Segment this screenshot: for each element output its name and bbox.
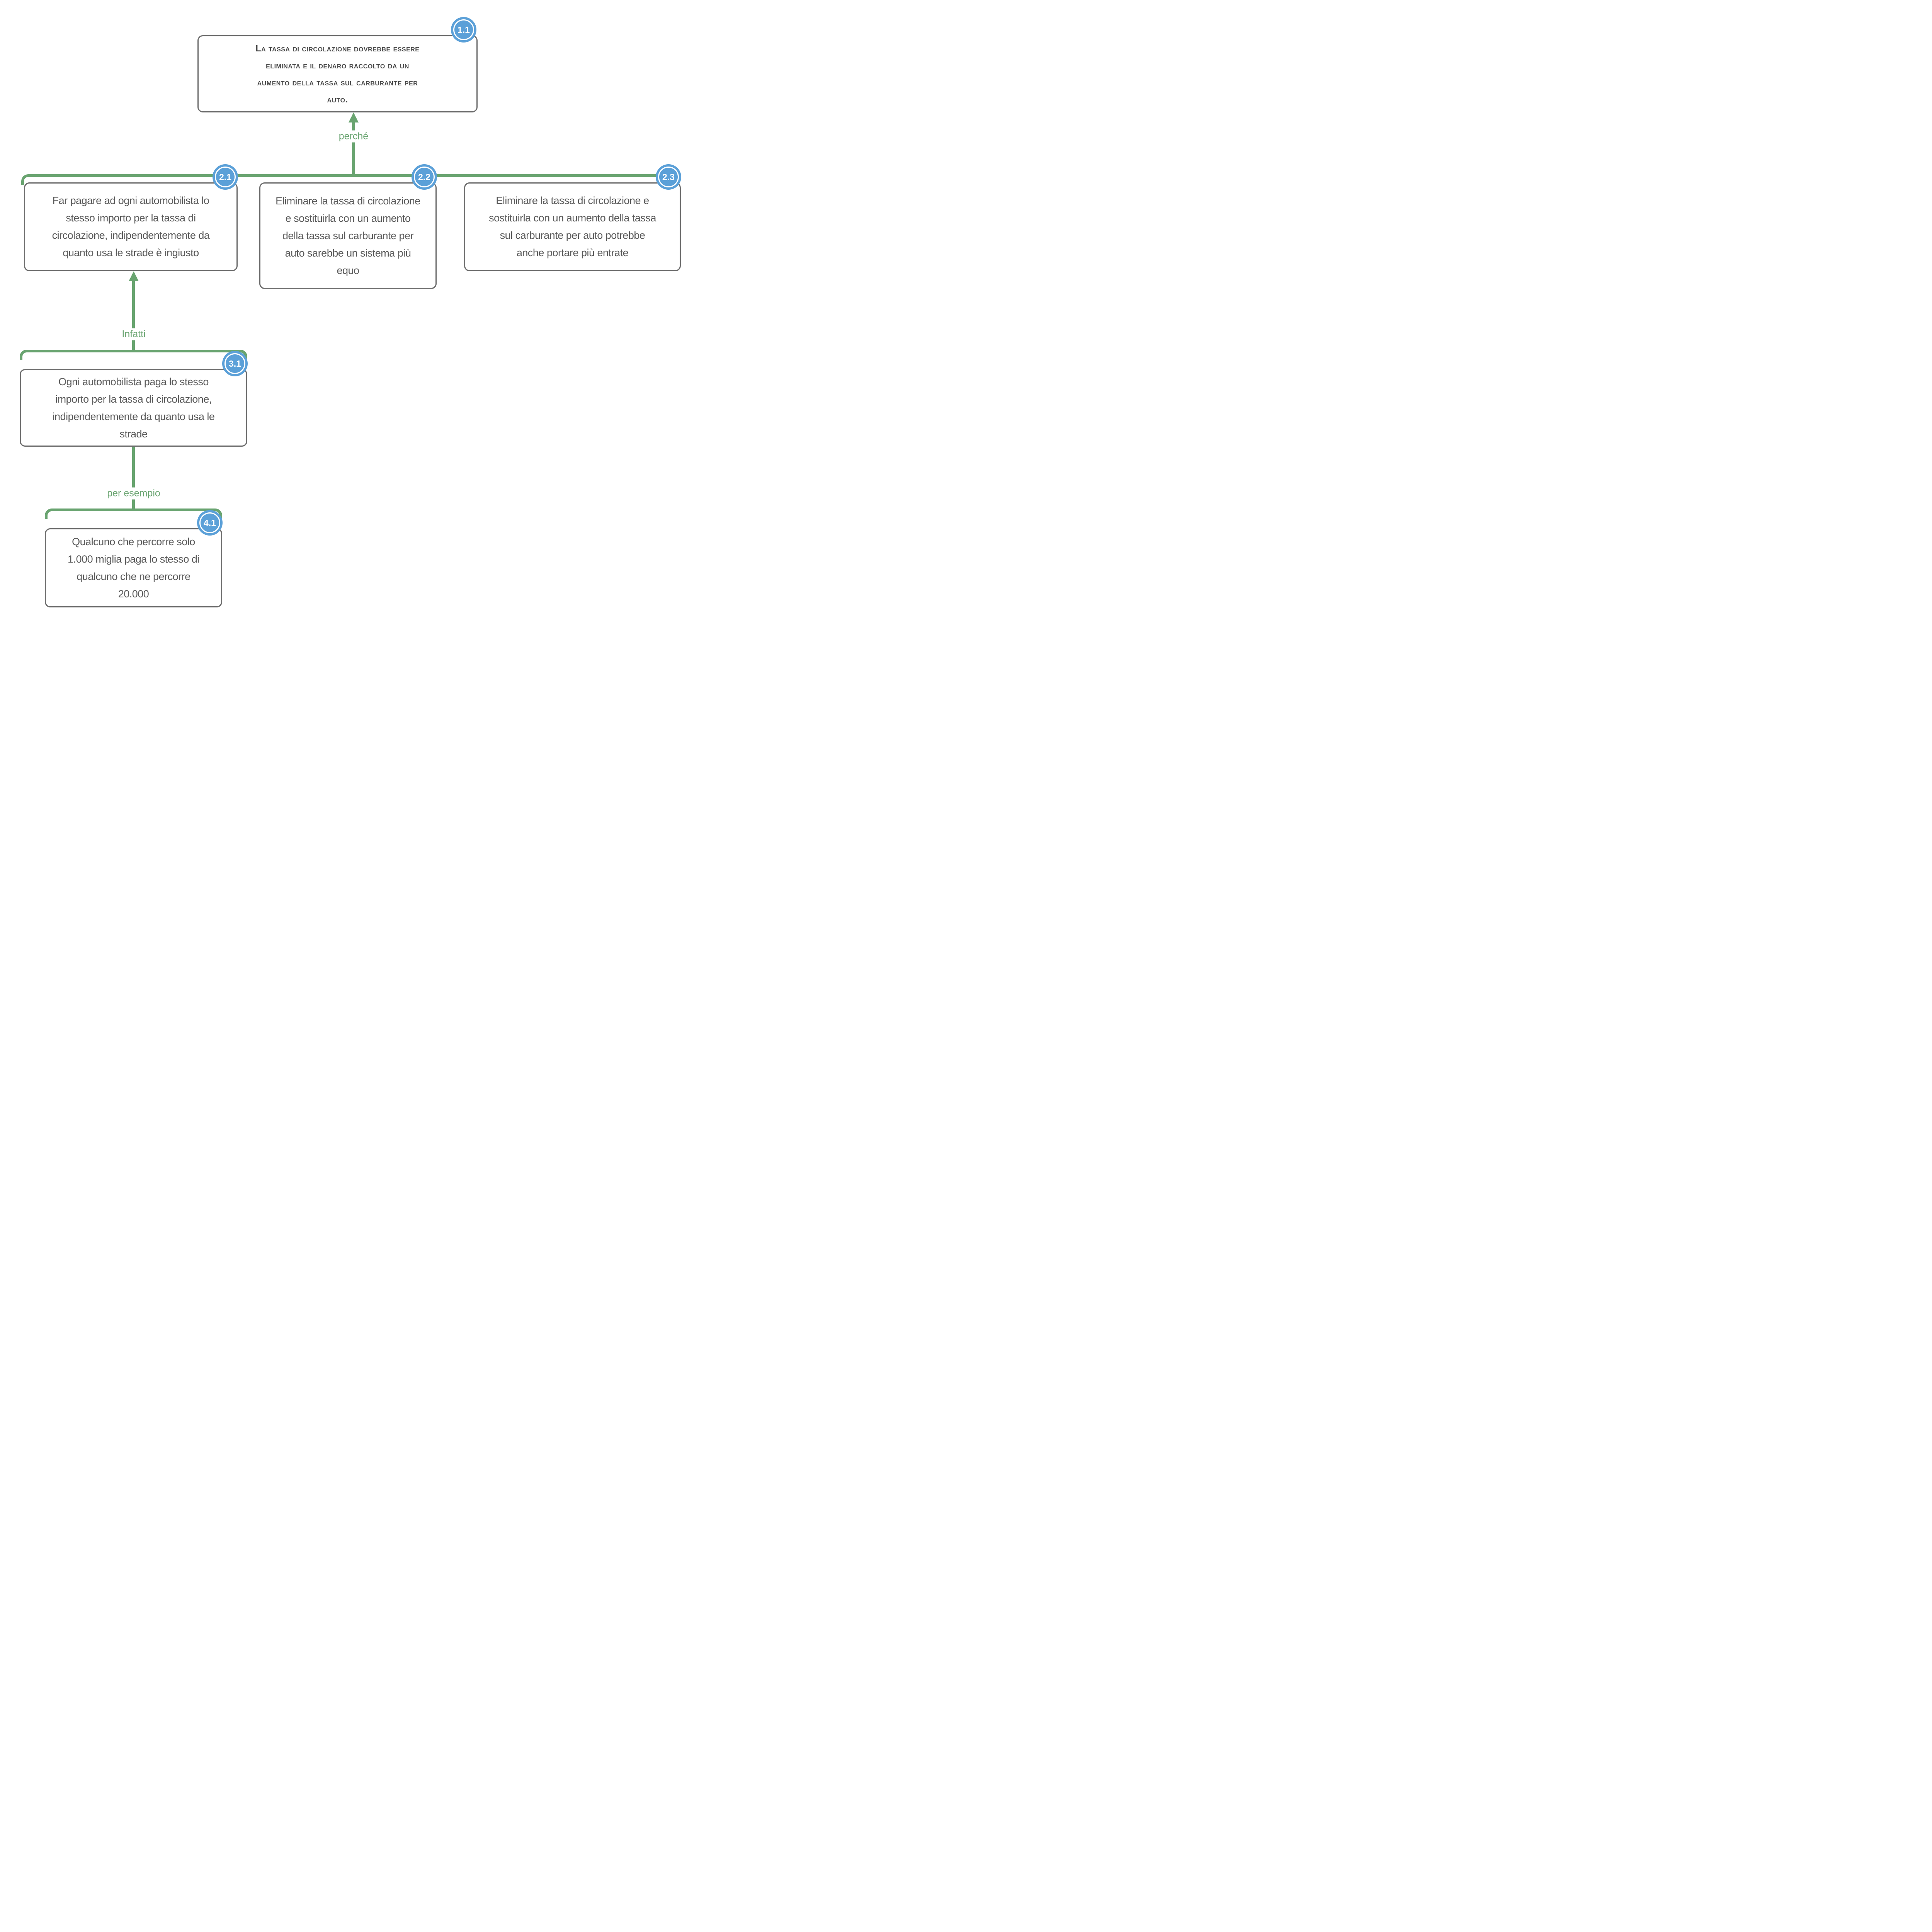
reason-text-2-3: Eliminare la tassa di circolazione e sos… [489, 195, 656, 259]
badge-2-3[interactable]: 2.3 [658, 167, 679, 187]
arrow-up-icon-perche [349, 112, 359, 122]
argument-map-canvas: La tassa di circolazione dovrebbe essere… [0, 0, 701, 626]
claim-text-1-1: La tassa di circolazione dovrebbe essere… [255, 43, 420, 104]
badge-2-1[interactable]: 2.1 [215, 167, 236, 187]
relation-label-per-esempio: per esempio [103, 487, 164, 500]
bracket-level-4 [45, 509, 222, 519]
reason-box-3-1[interactable]: Ogni automobilista paga lo stesso import… [20, 353, 247, 447]
bracket-level-3 [20, 350, 247, 360]
example-box-4-1[interactable]: Qualcuno che percorre solo 1.000 miglia … [45, 512, 222, 607]
arrow-up-icon-infatti [129, 271, 139, 281]
badge-1-1[interactable]: 1.1 [453, 19, 474, 40]
relation-label-perche: perché [335, 130, 372, 143]
connector-line-infatti [132, 281, 135, 350]
connector-line-perche [352, 122, 355, 174]
claim-box-1-1[interactable]: La tassa di circolazione dovrebbe essere… [197, 19, 478, 112]
reason-box-2-1[interactable]: Far pagare ad ogni automobilista lo stes… [24, 167, 238, 271]
reason-text-3-1: Ogni automobilista paga lo stesso import… [52, 376, 215, 440]
relation-label-infatti: Infatti [118, 328, 150, 340]
badge-3-1[interactable]: 3.1 [224, 353, 245, 374]
reason-box-2-3[interactable]: Eliminare la tassa di circolazione e sos… [464, 167, 681, 271]
reason-text-2-2: Eliminare la tassa di circolazione e sos… [276, 195, 420, 276]
badge-2-2[interactable]: 2.2 [414, 167, 435, 187]
reason-box-2-2[interactable]: Eliminare la tassa di circolazione e sos… [259, 167, 437, 289]
example-text-4-1: Qualcuno che percorre solo 1.000 miglia … [68, 536, 199, 600]
connector-line-per-esempio [132, 447, 135, 509]
badge-4-1[interactable]: 4.1 [199, 512, 220, 533]
reason-text-2-1: Far pagare ad ogni automobilista lo stes… [52, 195, 210, 259]
